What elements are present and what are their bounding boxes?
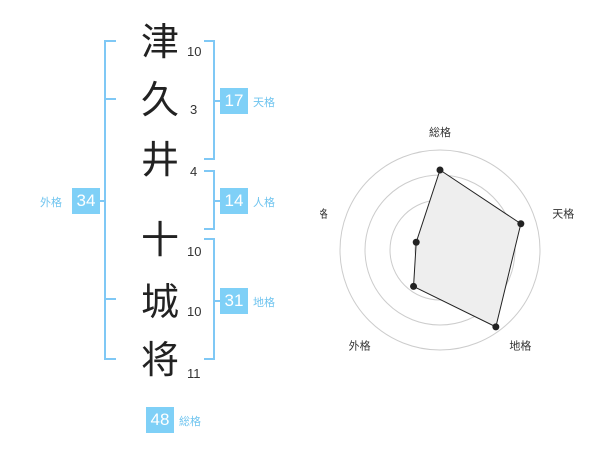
- tenkaku-bracket-connector: [213, 100, 222, 102]
- soukaku-value-badge: 48: [146, 407, 174, 433]
- jinkaku-bracket-top: [204, 170, 215, 172]
- radar-axis-label-4: 人格: [320, 207, 328, 221]
- tenkaku-label: 天格: [253, 96, 275, 109]
- chikaku-label: 地格: [253, 296, 275, 309]
- radar-ring-4: [339, 149, 541, 351]
- gaikaku-bracket-bottom: [104, 358, 116, 360]
- given-char-2: 城: [140, 280, 179, 324]
- surname-char-2: 久: [140, 78, 179, 122]
- gaikaku-bracket-tick-1: [104, 98, 116, 100]
- jinkaku-label: 人格: [253, 196, 275, 209]
- gaikaku-value-badge: 34: [72, 188, 100, 214]
- radar-point-2: [492, 323, 500, 331]
- radar-axis-label-2: 地格: [509, 338, 531, 352]
- gaikaku-bracket-top: [104, 40, 116, 42]
- jinkaku-bracket-bottom: [204, 228, 215, 230]
- tenkaku-bracket-bottom: [204, 158, 215, 160]
- given-strokes-2: 10: [187, 304, 202, 319]
- radar-point-4: [412, 238, 420, 246]
- surname-char-3: 井: [140, 138, 179, 182]
- radar-point-0: [436, 166, 444, 174]
- given-strokes-1: 10: [187, 244, 202, 259]
- gaikaku-bracket-connector: [96, 200, 106, 202]
- chikaku-bracket-bottom: [204, 358, 215, 360]
- gaikaku-label: 外格: [40, 196, 62, 209]
- chikaku-bracket-connector: [213, 300, 222, 302]
- radar-data-points: [410, 166, 525, 331]
- radar-axis-label-3: 外格: [349, 338, 371, 352]
- given-strokes-3: 11: [187, 366, 201, 381]
- radar-point-1: [517, 220, 525, 228]
- chikaku-value-badge: 31: [220, 288, 248, 314]
- gaikaku-bracket-tick-2: [104, 298, 116, 300]
- radar-axis-label-0: 総格: [429, 125, 451, 139]
- chikaku-bracket-top: [204, 238, 215, 240]
- radar-point-3: [410, 282, 418, 290]
- chikaku-bracket-vertical: [213, 238, 215, 360]
- given-char-1: 十: [140, 218, 179, 262]
- surname-strokes-3: 4: [190, 164, 198, 179]
- tenkaku-value-badge: 17: [220, 88, 248, 114]
- radar-data-polygon: [413, 169, 522, 328]
- tenkaku-bracket-top: [204, 40, 215, 42]
- jinkaku-value-badge: 14: [220, 188, 248, 214]
- surname-strokes-2: 3: [190, 102, 198, 117]
- given-char-3: 将: [140, 338, 179, 382]
- surname-char-1: 津: [140, 20, 179, 64]
- radar-axis-label-1: 天格: [552, 207, 574, 221]
- jinkaku-bracket-connector: [213, 200, 222, 202]
- surname-strokes-1: 10: [187, 44, 202, 59]
- soukaku-label: 総格: [179, 415, 201, 428]
